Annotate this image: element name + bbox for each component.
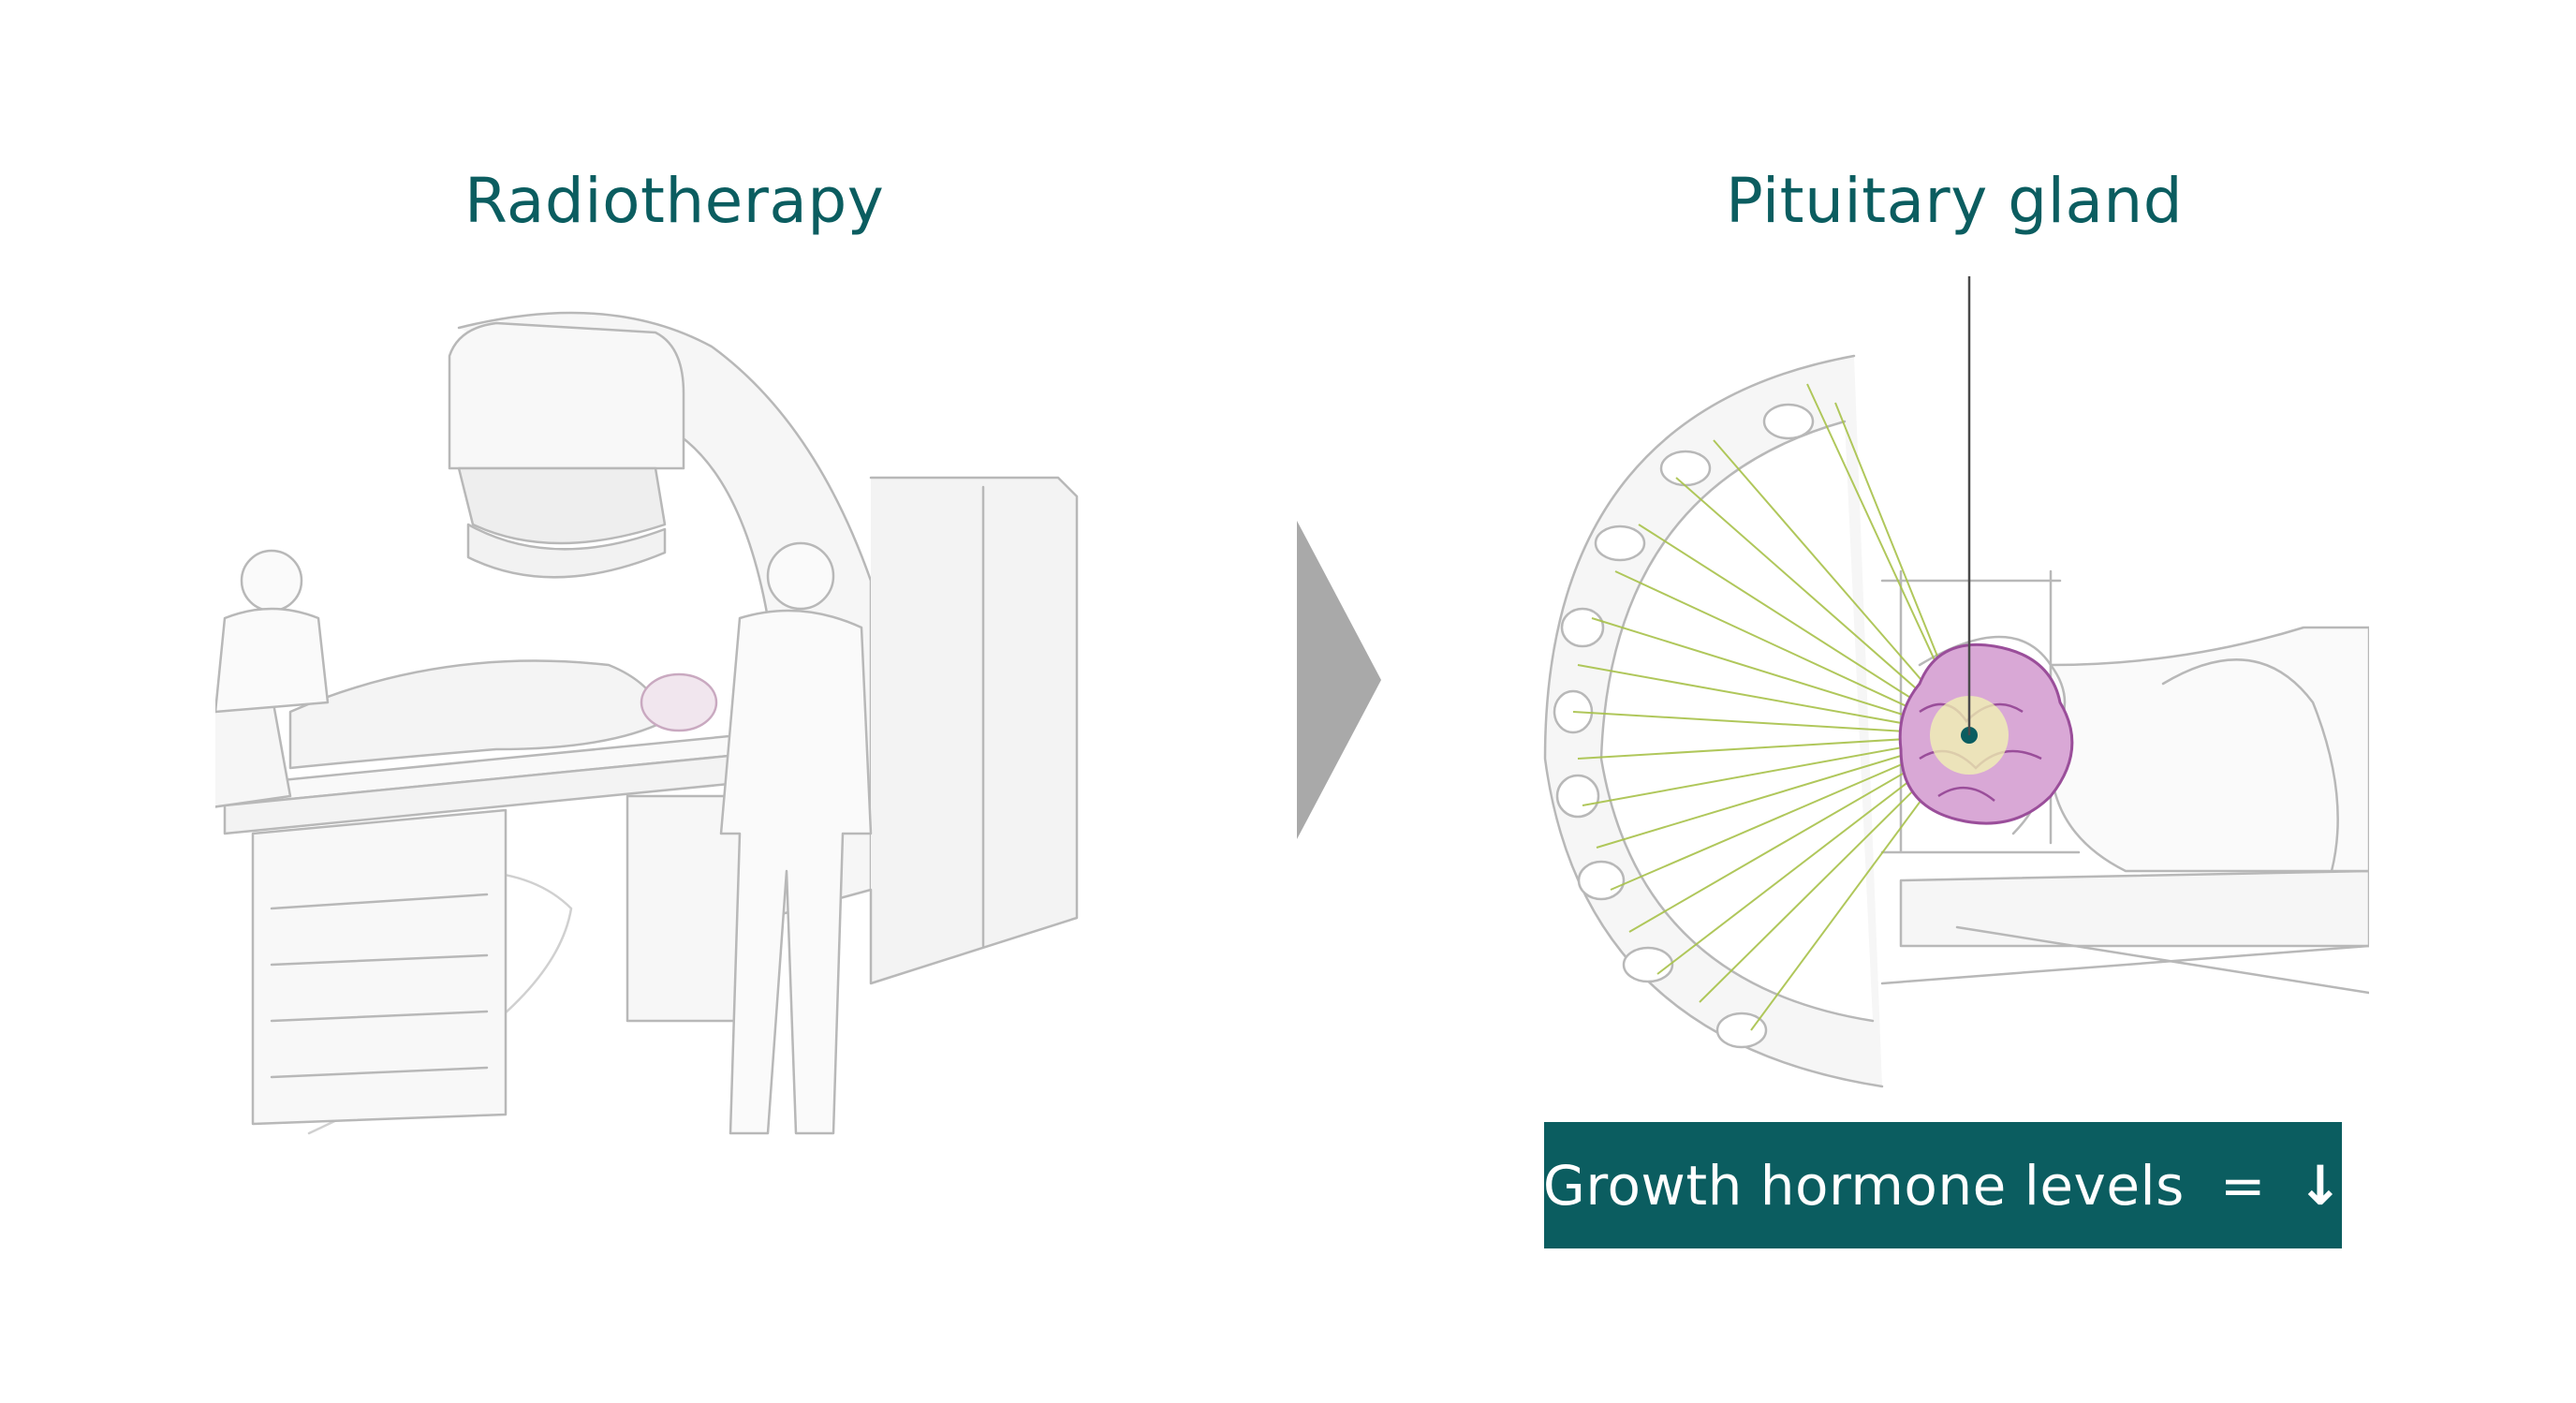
pituitary-gland-title: Pituitary gland (1726, 165, 2184, 237)
arrow-down-icon: ↓ (2297, 1153, 2344, 1218)
growth-hormone-label: Growth hormone levels (1542, 1153, 2185, 1218)
radiotherapy-machine-illustration (215, 311, 1079, 1135)
pituitary-radiation-illustration (1543, 276, 2369, 1088)
chevron-right-icon (1297, 521, 1381, 839)
growth-hormone-result-box: Growth hormone levels = ↓ (1542, 1122, 2344, 1248)
equals-sign: = (2219, 1153, 2266, 1218)
radiotherapy-title: Radiotherapy (464, 165, 885, 237)
